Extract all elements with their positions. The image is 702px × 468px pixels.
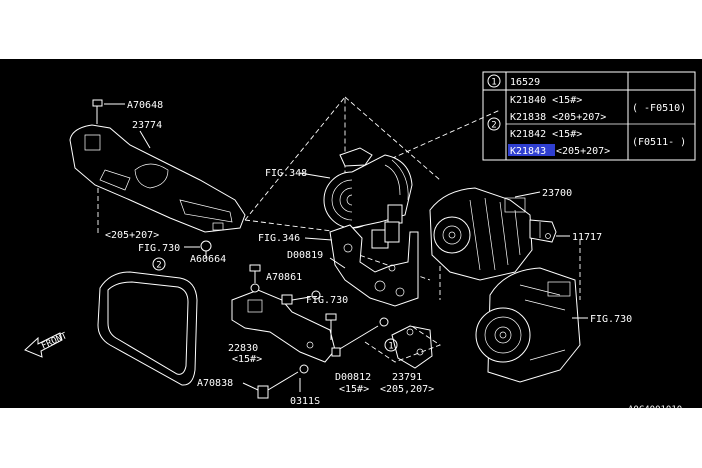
bracket-marker-label: 1 [388, 342, 393, 352]
label-d00812: D00812 [335, 372, 371, 383]
compressor-fig730 [475, 267, 581, 383]
table-note-f0510: ( -F0510) [632, 103, 686, 114]
table-part-k21840: K21840 <15#> [510, 95, 582, 106]
diagram-code: A0C4001010 [628, 405, 682, 415]
bolt-a70648 [92, 99, 103, 124]
label-23791: 23791 [392, 372, 422, 383]
label-23774: 23774 [132, 120, 162, 131]
label-a70648: A70648 [127, 100, 163, 111]
label-0311s: 0311S [290, 396, 320, 407]
label-11717: 11717 [572, 232, 602, 243]
bracket-23791 [391, 325, 433, 369]
belt-marker [152, 257, 166, 271]
label-22830: 22830 [228, 343, 258, 354]
label-a70861: A70861 [266, 272, 302, 283]
bolt-top-22830 [249, 264, 261, 293]
bracket-marker [384, 338, 398, 352]
table-part-16529: 16529 [510, 77, 540, 88]
table-marker-2 [487, 117, 501, 131]
compressor-fig348 [323, 147, 413, 229]
label-d00812-sub: <15#> [339, 384, 369, 395]
label-22830-sub: <15#> [232, 354, 262, 365]
bolt-a70861 [281, 290, 321, 305]
belt-marker-label: 2 [156, 261, 161, 271]
table-marker-1-label: 1 [491, 78, 496, 88]
table-marker-1 [487, 74, 501, 88]
label-fig346: FIG.346 [258, 233, 300, 244]
table-note-f0511: (F0511- ) [632, 137, 686, 148]
parts-table: 1 2 16529 K21840 <15#> K21838 <205+207> … [482, 71, 696, 161]
table-part-k21842: K21842 <15#> [510, 129, 582, 140]
label-cover-size: <205+207> [105, 230, 159, 241]
label-fig730-top: FIG.730 [138, 243, 180, 254]
bolt-a70838 [257, 364, 309, 399]
label-23791-sub: <205,207> [380, 384, 434, 395]
table-part-k21838: K21838 <205+207> [510, 112, 606, 123]
bracket-fig346 [329, 221, 419, 307]
label-fig730-mid: FIG.730 [306, 295, 348, 306]
drive-belt [97, 271, 198, 386]
bolt-d00812 [331, 317, 389, 357]
label-fig348: FIG.348 [265, 168, 307, 179]
label-a60664: A60664 [190, 254, 226, 265]
table-marker-2-label: 2 [491, 121, 496, 131]
table-part-k21843: K21843 [510, 146, 546, 157]
label-fig730-right: FIG.730 [590, 314, 632, 325]
belt-cover-23774 [69, 124, 246, 233]
front-arrow [24, 332, 63, 358]
table-part-highlight [508, 144, 555, 156]
label-23700: 23700 [542, 188, 572, 199]
bracket-22830 [231, 289, 336, 363]
label-a70838: A70838 [197, 378, 233, 389]
nut-a60664 [200, 240, 212, 252]
alternator-23700 [429, 187, 533, 281]
connector-11717 [529, 219, 557, 243]
bolt-center [325, 313, 337, 340]
table-part-k21843-suffix: <205+207> [556, 146, 610, 157]
label-d00819: D00819 [287, 250, 323, 261]
